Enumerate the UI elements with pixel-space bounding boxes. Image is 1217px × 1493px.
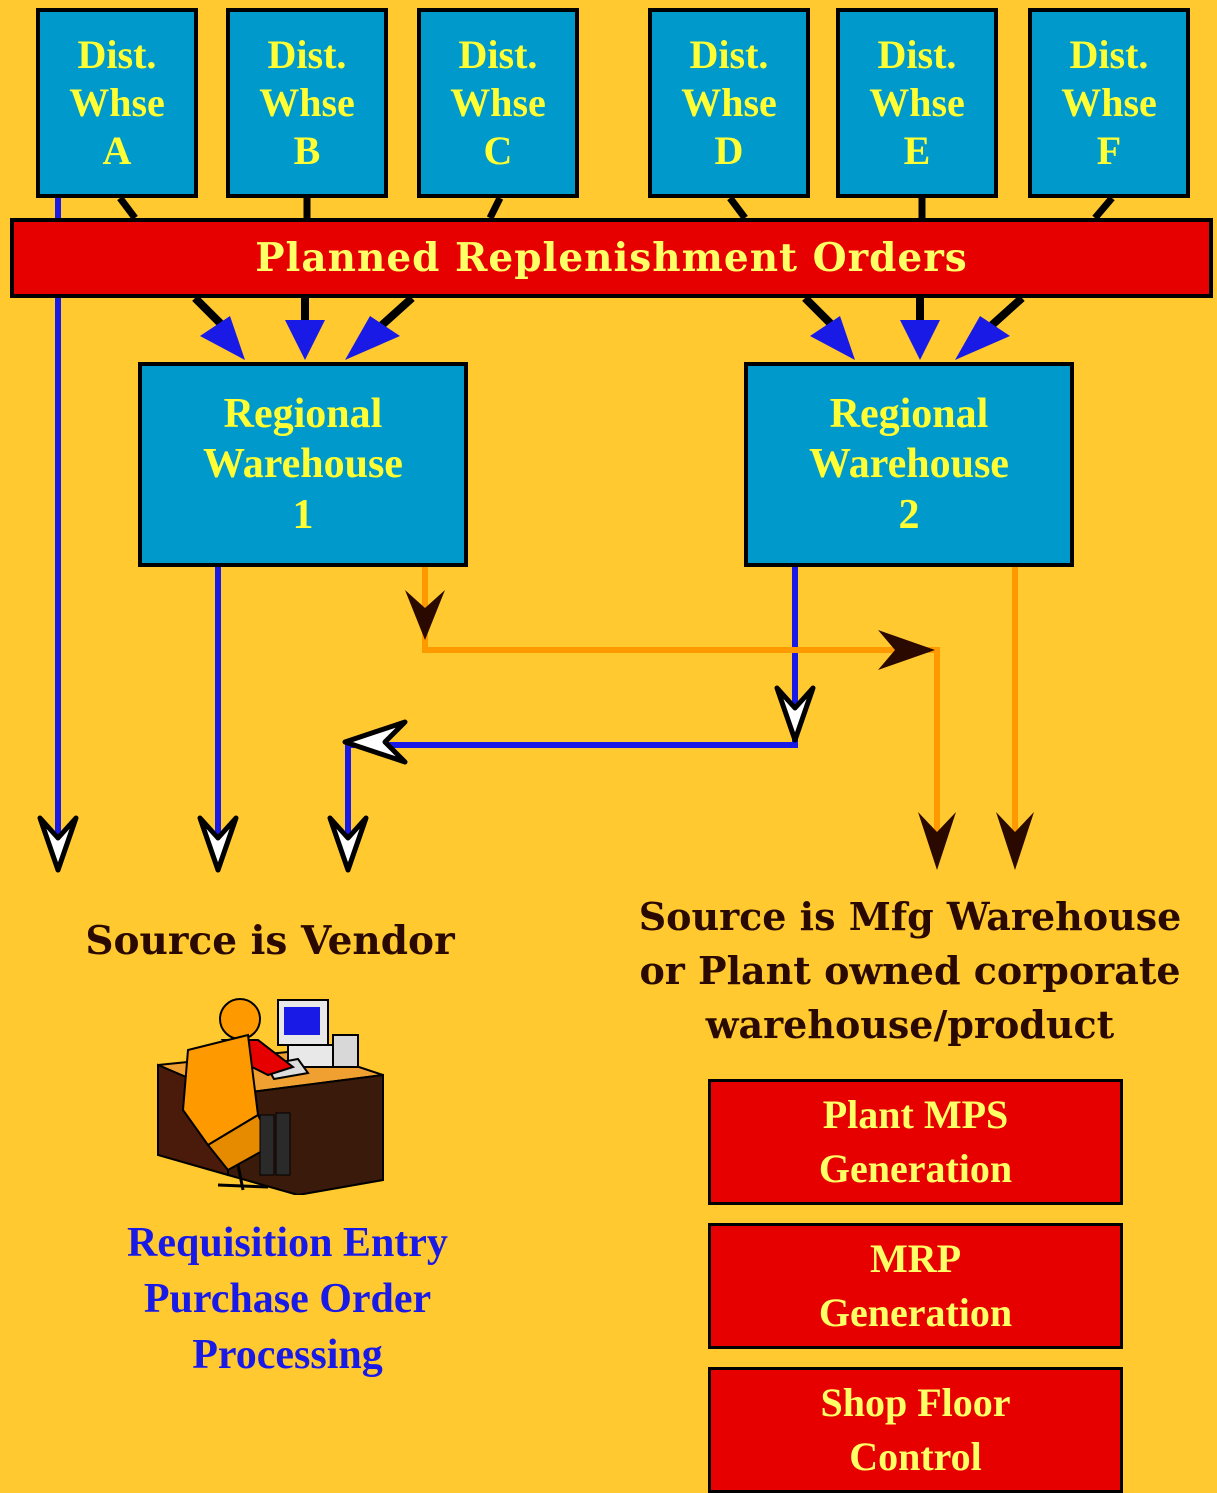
mfg-flow-lines bbox=[422, 567, 1018, 845]
dist-warehouse-d: Dist. Whse D bbox=[648, 8, 810, 198]
dist-to-orders-connectors bbox=[117, 195, 1115, 221]
dist-warehouse-a: Dist. Whse A bbox=[36, 8, 198, 198]
vendor-process-text: Requisition Entry Purchase Order Process… bbox=[127, 1220, 448, 1378]
shop-floor-control-box: Shop Floor Control bbox=[708, 1367, 1123, 1493]
regional-warehouse-2: Regional Warehouse 2 bbox=[744, 362, 1074, 567]
mfg-arrowheads bbox=[405, 590, 1034, 870]
mfg-source-title: Source is Mfg Warehouse or Plant owned c… bbox=[638, 894, 1182, 1047]
dist-warehouse-c: Dist. Whse C bbox=[417, 8, 579, 198]
dist-warehouse-b: Dist. Whse B bbox=[226, 8, 388, 198]
computer-operator-icon bbox=[157, 998, 384, 1195]
orders-to-regional-1-arrows bbox=[192, 295, 415, 360]
planned-replenishment-orders-bar: Planned Replenishment Orders bbox=[10, 218, 1213, 298]
dist-warehouse-e: Dist. Whse E bbox=[836, 8, 998, 198]
orders-to-regional-2-arrows bbox=[802, 295, 1025, 360]
vendor-flow-lines bbox=[55, 198, 798, 845]
plant-mps-generation-box: Plant MPS Generation bbox=[708, 1079, 1123, 1205]
regional-warehouse-1: Regional Warehouse 1 bbox=[138, 362, 468, 567]
mrp-generation-box: MRP Generation bbox=[708, 1223, 1123, 1349]
vendor-arrowheads bbox=[37, 685, 816, 873]
dist-warehouse-f: Dist. Whse F bbox=[1028, 8, 1190, 198]
vendor-source-title: Source is Vendor bbox=[85, 918, 455, 964]
